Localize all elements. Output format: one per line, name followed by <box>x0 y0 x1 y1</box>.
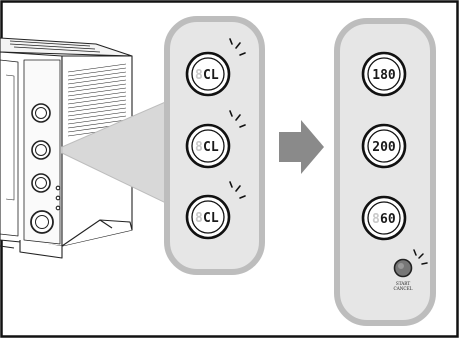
activity-indicator-icon <box>229 38 246 56</box>
dial-ghost-digit: 8 <box>195 140 203 155</box>
dial-display: CL <box>203 140 219 155</box>
right-dial-3: 8 60 <box>361 195 407 241</box>
blink-indicator-icon <box>413 249 428 265</box>
right-arrow-icon <box>279 120 324 174</box>
start-label: START <box>396 281 411 286</box>
dial-display: CL <box>203 211 219 226</box>
dial-display: CL <box>203 68 219 83</box>
dial-ghost-digit: 8 <box>372 212 380 227</box>
start-cancel-button: START CANCEL <box>394 249 428 291</box>
right-dial-2: 200 <box>361 123 407 169</box>
left-dial-2: 8 CL <box>185 110 246 169</box>
right-dial-1: 180 <box>361 51 407 97</box>
left-dial-1: 8 CL <box>185 38 246 97</box>
dial-display: 200 <box>372 140 396 155</box>
dial-ghost-digit: 8 <box>195 68 203 83</box>
dial-display: 60 <box>380 212 396 227</box>
dial-ghost-digit: 8 <box>195 211 203 226</box>
activity-indicator-icon <box>229 110 246 128</box>
activity-indicator-icon <box>229 181 246 199</box>
left-dial-3: 8 CL <box>185 181 246 240</box>
cancel-label: CANCEL <box>394 286 413 291</box>
right-control-panel <box>334 18 436 326</box>
dial-display: 180 <box>372 68 396 83</box>
